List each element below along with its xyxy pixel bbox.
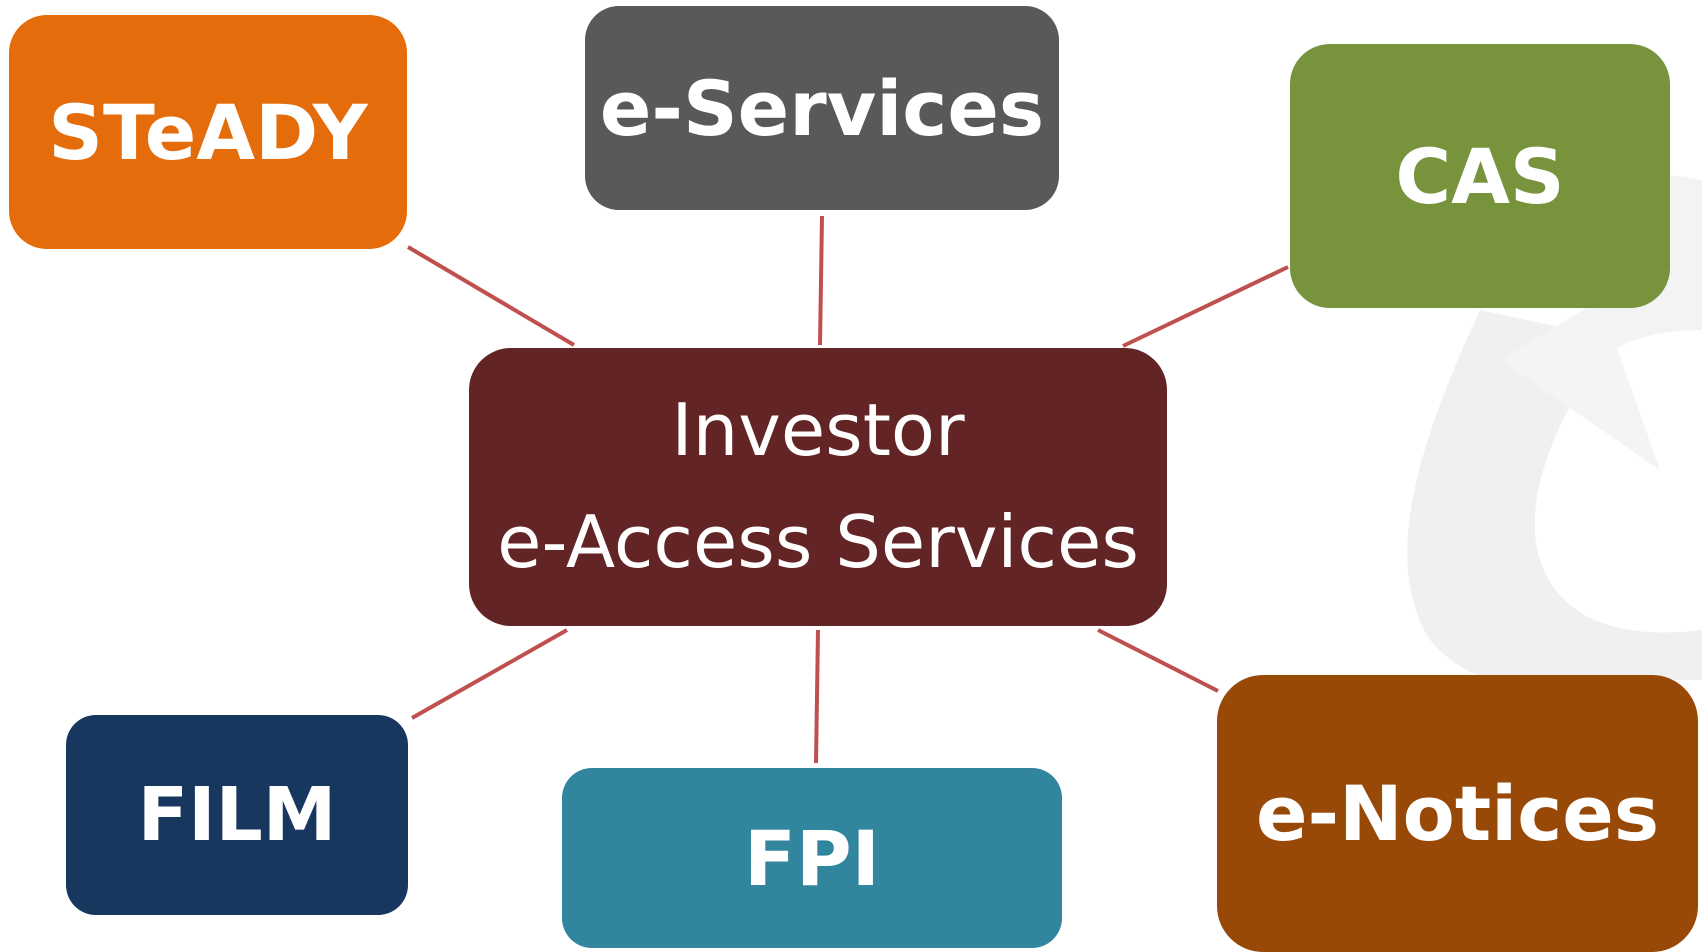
central-node-line-2: e-Access Services [497, 500, 1139, 584]
node-steady-label: STeADY [48, 87, 368, 177]
connector-cas [1122, 265, 1289, 348]
node-cas: CAS [1290, 44, 1670, 308]
node-cas-label: CAS [1395, 131, 1565, 221]
connector-film [411, 628, 568, 720]
node-steady: STeADY [9, 15, 407, 249]
connector-eserv [818, 215, 824, 346]
watermark-wedge [1500, 300, 1660, 470]
node-fpi-label: FPI [744, 813, 880, 903]
node-film: FILM [66, 715, 408, 915]
connector-steady [406, 245, 576, 347]
connector-enotices [1097, 628, 1219, 693]
node-e-notices: e-Notices [1217, 675, 1698, 952]
node-e-services-label: e-Services [599, 63, 1045, 153]
central-node: Investor e-Access Services [469, 348, 1167, 626]
node-fpi: FPI [562, 768, 1062, 948]
node-e-services: e-Services [585, 6, 1059, 210]
node-film-label: FILM [137, 772, 337, 858]
connector-fpi [814, 629, 820, 764]
watermark-swoosh [1407, 310, 1702, 688]
central-node-line-1: Investor [671, 388, 965, 473]
node-e-notices-label: e-Notices [1255, 769, 1660, 858]
